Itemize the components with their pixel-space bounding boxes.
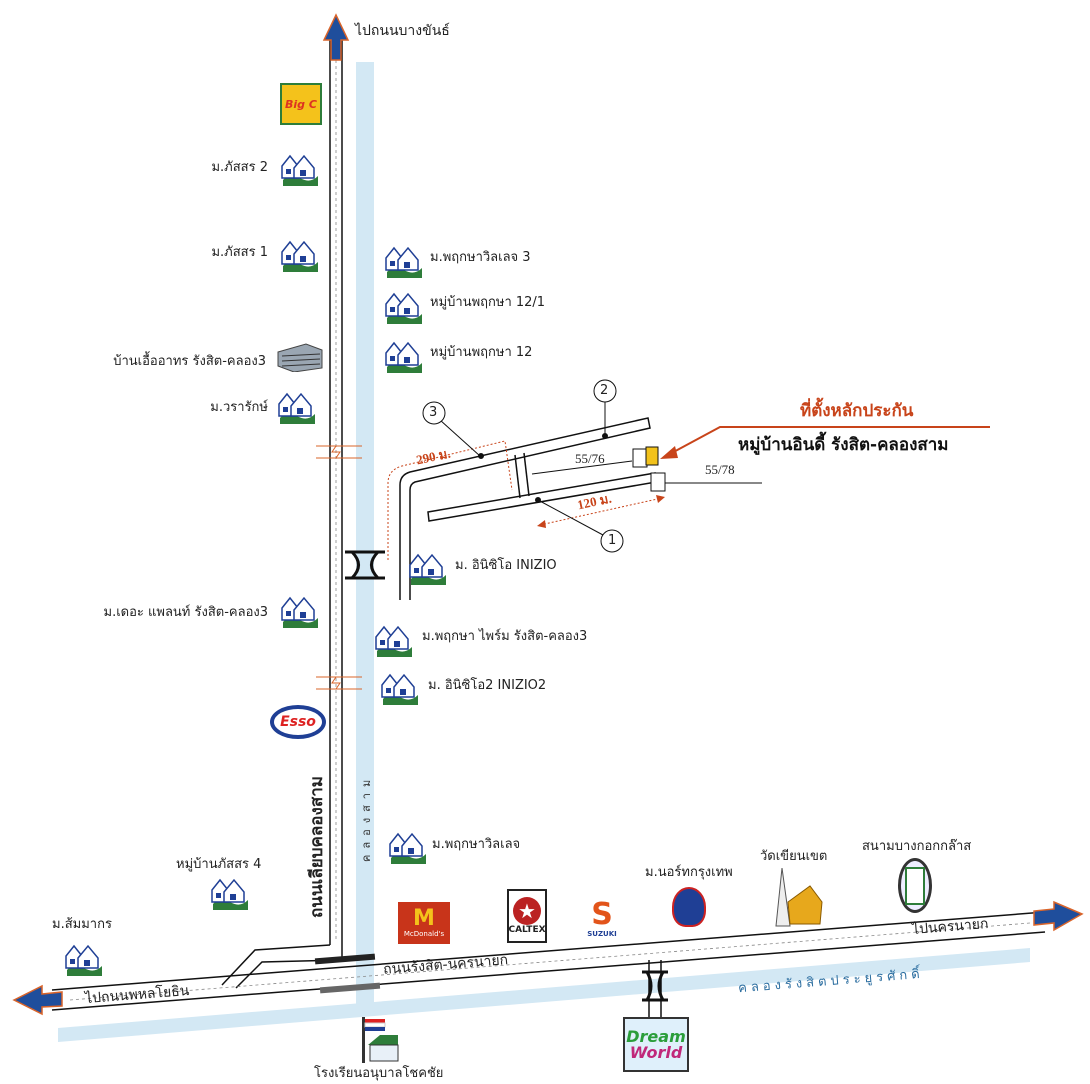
lot-55-78-label: 55/78 <box>705 462 735 477</box>
temple-icon <box>775 868 823 927</box>
dreamworld-logo-text-1: Dream <box>626 1026 686 1046</box>
suzuki-logo-text: SUZUKI <box>587 930 617 938</box>
house-icon <box>280 236 320 274</box>
vertical-canal-label: คลองสาม <box>360 773 373 862</box>
house-icon <box>210 874 250 912</box>
mcdonalds-logo-text: McDonald's <box>403 930 445 938</box>
lot-55-76-leader <box>531 460 633 475</box>
house-icon <box>388 828 428 866</box>
star-icon: ★ <box>513 897 541 925</box>
school-label: โรงเรียนอนุบาลโชคชัย <box>314 1066 444 1081</box>
esso-logo-text: Esso <box>280 714 316 730</box>
place-label: ม.ส้มมากร <box>52 917 112 932</box>
university-label: ม.นอร์ทกรุงเทพ <box>645 865 733 880</box>
caltex-logo: ★CALTEX <box>507 889 547 943</box>
lot-55-76-label: 55/76 <box>575 451 605 466</box>
place-label: ม.เดอะ แพลนท์ รังสิต-คลอง3 <box>103 605 269 620</box>
canal-bridge-lower <box>319 982 381 994</box>
distance-120-path <box>539 497 663 526</box>
marker-3: 3 <box>429 405 438 420</box>
house-icon <box>374 621 414 659</box>
target-pointer-arrowhead <box>660 446 678 459</box>
distance-120-arrow-right <box>656 495 665 503</box>
house-icon <box>408 549 448 587</box>
west-arrow <box>12 984 63 1016</box>
place-label: หมู่บ้านภัสสร 4 <box>176 857 262 872</box>
target-title: ที่ตั้งหลักประกัน <box>800 401 914 421</box>
north-arrow <box>322 13 350 61</box>
main-vertical-road-label: ถนนเลียบคลองสาม <box>307 776 327 918</box>
dreamworld-bridge-icon <box>642 970 668 1002</box>
marker-3-circle <box>422 401 446 425</box>
place-label: ม.พฤกษาวิลเลจ <box>432 837 521 852</box>
east-arrow <box>1033 900 1084 932</box>
target-pointer-line <box>667 426 990 456</box>
place-label: หมู่บ้านพฤกษา 12/1 <box>430 295 546 310</box>
place-label: ม. อินิซิโอ2 INIZIO2 <box>428 678 547 693</box>
esso-logo: Esso <box>270 705 326 739</box>
north-direction-label: ไปถนนบางขันธ์ <box>355 23 450 39</box>
golf-stadium-icon <box>898 858 932 913</box>
site-bridge-icon <box>345 550 385 580</box>
target-lot[interactable] <box>645 446 659 466</box>
house-icon <box>280 150 320 188</box>
house-icon <box>280 592 320 630</box>
marker-1: 1 <box>608 533 617 548</box>
place-label: ม.ภัสสร 2 <box>211 160 268 175</box>
house-icon <box>380 669 420 707</box>
canal-bridge <box>314 953 376 965</box>
house-icon <box>384 288 424 326</box>
building-icon <box>276 342 323 380</box>
place-label: ม.พฤกษาวิลเลจ 3 <box>430 250 531 265</box>
house-icon <box>277 388 317 426</box>
vertical-canal <box>356 62 374 1010</box>
marker-1-circle <box>600 529 624 553</box>
marker-leaders <box>439 402 608 536</box>
place-label: บ้านเอื้ออาทร รังสิต-คลอง3 <box>113 354 266 369</box>
temple-label: วัดเขียนเขต <box>760 849 828 864</box>
place-label: ม. อินิซิโอ INIZIO <box>455 558 557 573</box>
marker-2: 2 <box>600 383 609 398</box>
place-label: หมู่บ้านพฤกษา 12 <box>430 345 533 360</box>
dreamworld-logo-text-2: World <box>629 1042 683 1062</box>
place-label: ม.วรารักษ์ <box>210 400 268 415</box>
bigc-logo: Big C <box>280 83 322 125</box>
bigc-logo-text: Big C <box>285 97 317 111</box>
road-crossing-markers <box>316 445 362 690</box>
golden-arches-icon: M <box>413 906 435 931</box>
golf-label: สนามบางกอกกล๊าส <box>862 839 972 854</box>
house-icon <box>384 337 424 375</box>
stadium-field-icon <box>905 866 925 905</box>
lot-55-76 <box>632 448 648 468</box>
house-icon <box>384 242 424 280</box>
main-vertical-road <box>221 40 343 989</box>
distance-290-path <box>387 440 513 560</box>
house-icon <box>64 940 104 978</box>
place-label: ม.พฤกษา ไพร์ม รังสิต-คลอง3 <box>422 629 588 644</box>
marker-2-circle <box>593 379 617 403</box>
place-label: ม.ภัสสร 1 <box>211 245 268 260</box>
main-horizontal-road <box>51 911 1046 1018</box>
caltex-logo-text: CALTEX <box>508 925 546 935</box>
school-icon <box>362 1017 399 1063</box>
distance-120-arrow-left <box>537 520 546 528</box>
university-crest-icon <box>672 887 706 927</box>
horizontal-canal <box>58 948 1030 1042</box>
lot-55-78 <box>650 472 666 492</box>
suzuki-s-icon: S <box>591 897 613 932</box>
target-name[interactable]: หมู่บ้านอินดี้ รังสิต-คลองสาม <box>738 435 949 455</box>
